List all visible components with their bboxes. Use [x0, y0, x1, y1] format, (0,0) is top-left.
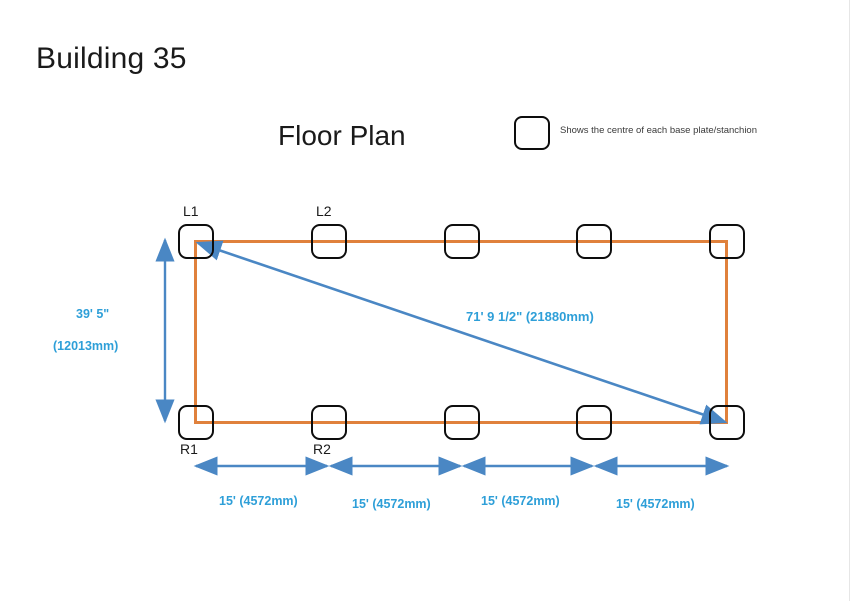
page-title: Building 35 — [36, 42, 187, 75]
diagonal-dimension-arrow — [195, 240, 728, 425]
horizontal-dimension-label-4: 15' (4572mm) — [616, 497, 695, 511]
diagonal-dimension-label: 71' 9 1/2" (21880mm) — [466, 309, 594, 324]
base-plate-node[interactable] — [311, 405, 347, 440]
base-plate-node[interactable] — [178, 405, 214, 440]
rounded-square-icon — [514, 116, 550, 150]
base-plate-node[interactable] — [311, 224, 347, 259]
horizontal-dimension-label-2: 15' (4572mm) — [352, 497, 431, 511]
base-plate-node[interactable] — [576, 224, 612, 259]
horizontal-dimension-label-3: 15' (4572mm) — [481, 494, 560, 508]
legend-caption: Shows the centre of each base plate/stan… — [560, 125, 757, 136]
vertical-dimension-metric: (12013mm) — [53, 339, 119, 353]
node-label-r2: R2 — [313, 441, 331, 457]
node-label-l1: L1 — [183, 203, 199, 219]
base-plate-node[interactable] — [444, 405, 480, 440]
base-plate-node[interactable] — [709, 405, 745, 440]
diagram-title: Floor Plan — [278, 120, 406, 151]
horizontal-dimension-label-1: 15' (4572mm) — [219, 494, 298, 508]
node-label-r1: R1 — [180, 441, 198, 457]
base-plate-node[interactable] — [709, 224, 745, 259]
base-plate-node[interactable] — [178, 224, 214, 259]
base-plate-node[interactable] — [576, 405, 612, 440]
node-label-l2: L2 — [316, 203, 332, 219]
vertical-dimension-feet: 39' 5" — [76, 307, 110, 321]
base-plate-node[interactable] — [444, 224, 480, 259]
